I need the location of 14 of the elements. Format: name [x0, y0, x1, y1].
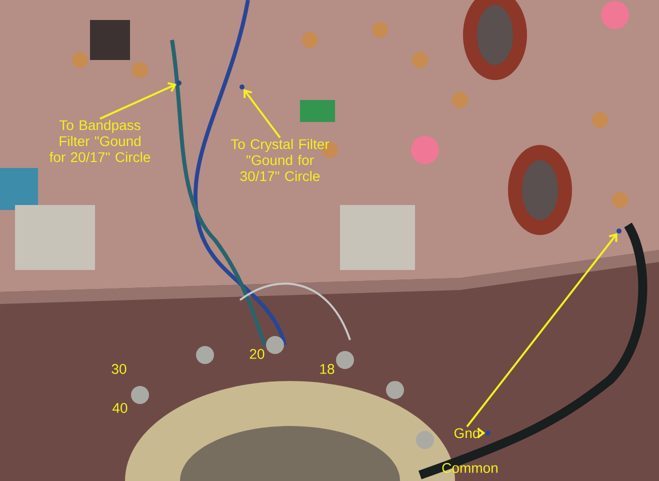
annotation-text: To Crystal Filter "Gound for 30/17" Circle — [230, 138, 330, 182]
arrow — [244, 89, 281, 138]
number-label: 18 — [320, 364, 334, 374]
arrow — [466, 233, 618, 428]
wire-point — [616, 228, 622, 234]
terminal-label: Common — [442, 463, 498, 473]
annotation-text: To Bandpass Filter "Gound for 20/17" Circle — [49, 120, 150, 162]
number-label: 40 — [112, 403, 128, 413]
wire-point — [176, 80, 182, 86]
number-label: 30 — [112, 364, 126, 374]
wire-point — [486, 430, 490, 436]
number-label: 20 — [250, 349, 264, 359]
wire-point — [240, 84, 244, 90]
arrow — [100, 82, 177, 120]
